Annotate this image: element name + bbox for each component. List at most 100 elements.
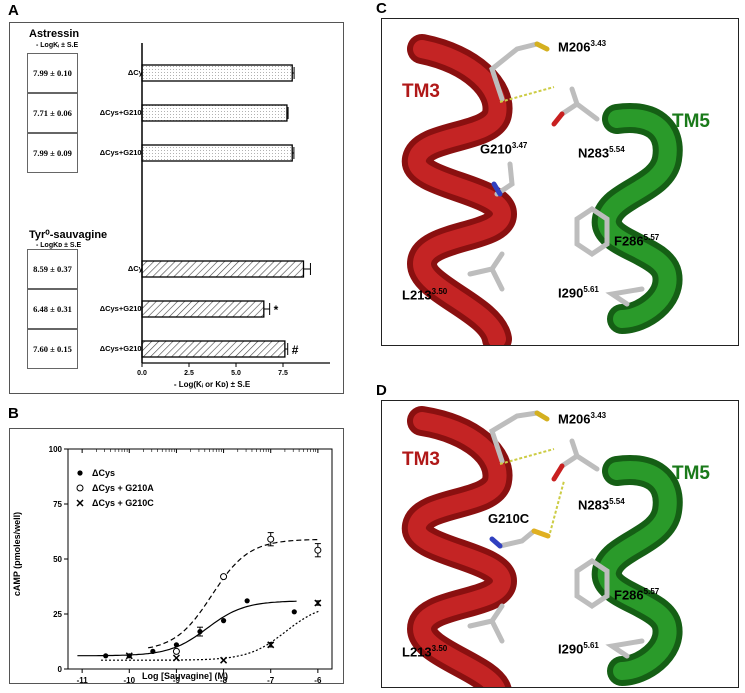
panel-letter-c: C	[376, 0, 387, 17]
panel-letter-d: D	[376, 382, 387, 399]
y-tick-label: 100	[49, 445, 63, 454]
legend-label: ΔCys + G210A	[92, 483, 154, 493]
label-n283: N2835.54	[578, 145, 625, 161]
row-label: ΔCys+G210C	[99, 108, 147, 117]
x-tick-label: -9	[173, 676, 181, 685]
value-cell: 7.60 ± 0.15	[27, 329, 78, 369]
data-point	[267, 535, 275, 543]
bar-plot-area: * # 0.0 2.5 5.0 7.5 - Log(Kᵢ or Kᴅ) ± S.E	[137, 43, 330, 389]
structure-render-d	[402, 406, 683, 687]
bar	[141, 144, 293, 162]
x-tick-label: -11	[77, 676, 89, 685]
bar-x-axis-label: - Log(Kᵢ or Kᴅ) ± S.E	[174, 380, 251, 389]
data-point	[172, 647, 180, 655]
value-cell: 7.99 ± 0.09	[27, 133, 78, 173]
significance-mark: *	[274, 303, 279, 317]
y-tick-label: 75	[53, 500, 62, 509]
sidechain-sticks	[467, 410, 645, 659]
x-tick-label: -8	[220, 676, 228, 685]
x-tick-label: 5.0	[231, 370, 241, 377]
label-tm5: TM5	[672, 463, 710, 484]
x-tick-label: -10	[124, 676, 136, 685]
sauvagine-title: Tyr⁰-sauvagine	[29, 229, 108, 241]
fit-curve	[77, 600, 297, 657]
bar	[141, 300, 265, 318]
bar	[141, 260, 305, 278]
panel-d-structure: M2063.43 TM3 TM5 G210C N2835.54 F2865.57…	[381, 400, 739, 688]
data-point	[197, 629, 203, 635]
astressin-title: Astressin	[29, 28, 80, 40]
x-tick-label: 0.0	[137, 370, 147, 377]
y-tick-label: 0	[58, 665, 63, 674]
label-tm3: TM3	[402, 81, 440, 102]
panel-c-structure: M2063.43 TM3 TM5 G2103.47 N2835.54 F2865…	[381, 18, 739, 346]
label-l213: L2133.50	[402, 287, 448, 303]
tm3-helix	[402, 406, 518, 687]
fit-curve	[148, 538, 321, 649]
label-g210: G2103.47	[480, 141, 528, 157]
label-i290: I2905.61	[558, 641, 599, 657]
label-tm5: TM5	[672, 111, 710, 132]
value-cell: 8.59 ± 0.37	[27, 249, 78, 289]
row-label: ΔCys+G210C	[99, 304, 147, 313]
row-label: ΔCys	[127, 264, 147, 273]
value-cell: 7.99 ± 0.10	[27, 53, 78, 93]
panel-a-bar-chart: Astressin - LogKᵢ ± S.E Tyr⁰-sauvagine -…	[9, 22, 344, 394]
h-bond-line	[499, 86, 555, 103]
fit-curve	[101, 610, 321, 661]
data-point	[125, 652, 133, 660]
label-m206: M2063.43	[558, 39, 607, 55]
data-point	[291, 609, 297, 615]
x-tick-label: -6	[314, 676, 322, 685]
astressin-subtitle: - LogKᵢ ± S.E	[36, 42, 79, 49]
panel-letter-a: A	[8, 2, 19, 19]
x-tick-label: -7	[267, 676, 275, 685]
data-point	[220, 573, 228, 581]
tm3-helix	[402, 34, 518, 345]
y-tick-label: 25	[53, 610, 62, 619]
data-point	[244, 598, 250, 604]
dose-x-axis-label: Log [Sauvagine] (M)	[142, 671, 228, 681]
x-tick-label: 7.5	[278, 370, 288, 377]
data-point	[172, 654, 180, 662]
significance-mark: #	[292, 343, 299, 357]
legend-marker	[76, 484, 84, 492]
label-n283: N2835.54	[578, 497, 625, 513]
label-tm3: TM3	[402, 449, 440, 470]
label-f286: F2865.57	[614, 233, 660, 249]
label-f286: F2865.57	[614, 587, 660, 603]
legend-marker	[76, 499, 84, 507]
label-g210c: G210C	[488, 511, 530, 526]
structure-render-c	[402, 34, 683, 345]
sidechain-sticks	[467, 41, 645, 307]
dose-y-axis-label: cAMP (pmoles/well)	[12, 512, 22, 596]
data-point	[267, 641, 275, 649]
label-m206: M2063.43	[558, 411, 607, 427]
panel-letter-b: B	[8, 405, 19, 422]
row-label: ΔCys	[127, 68, 147, 77]
data-point	[220, 656, 228, 664]
h-bond-line	[549, 480, 565, 534]
label-i290: I2905.61	[558, 285, 599, 301]
value-cell: 6.48 ± 0.31	[27, 289, 78, 329]
x-tick-label: 2.5	[184, 370, 194, 377]
y-tick-label: 50	[53, 555, 62, 564]
data-point	[103, 653, 109, 659]
legend-label: ΔCys	[92, 468, 115, 478]
data-point	[314, 546, 322, 554]
value-cell: 7.71 ± 0.06	[27, 93, 78, 133]
data-point	[220, 618, 227, 624]
row-label: ΔCys+G210A	[99, 344, 147, 353]
bar	[141, 104, 288, 122]
sauvagine-subtitle: - LogKᴅ ± S.E	[36, 242, 82, 249]
label-l213: L2133.50	[402, 644, 448, 660]
data-point	[150, 648, 156, 654]
data-point	[173, 642, 180, 648]
bar	[141, 64, 293, 82]
legend-marker	[77, 470, 83, 476]
h-bond-line	[499, 448, 555, 465]
legend-label: ΔCys + G210C	[92, 498, 154, 508]
row-label: ΔCys+G210A	[99, 148, 147, 157]
